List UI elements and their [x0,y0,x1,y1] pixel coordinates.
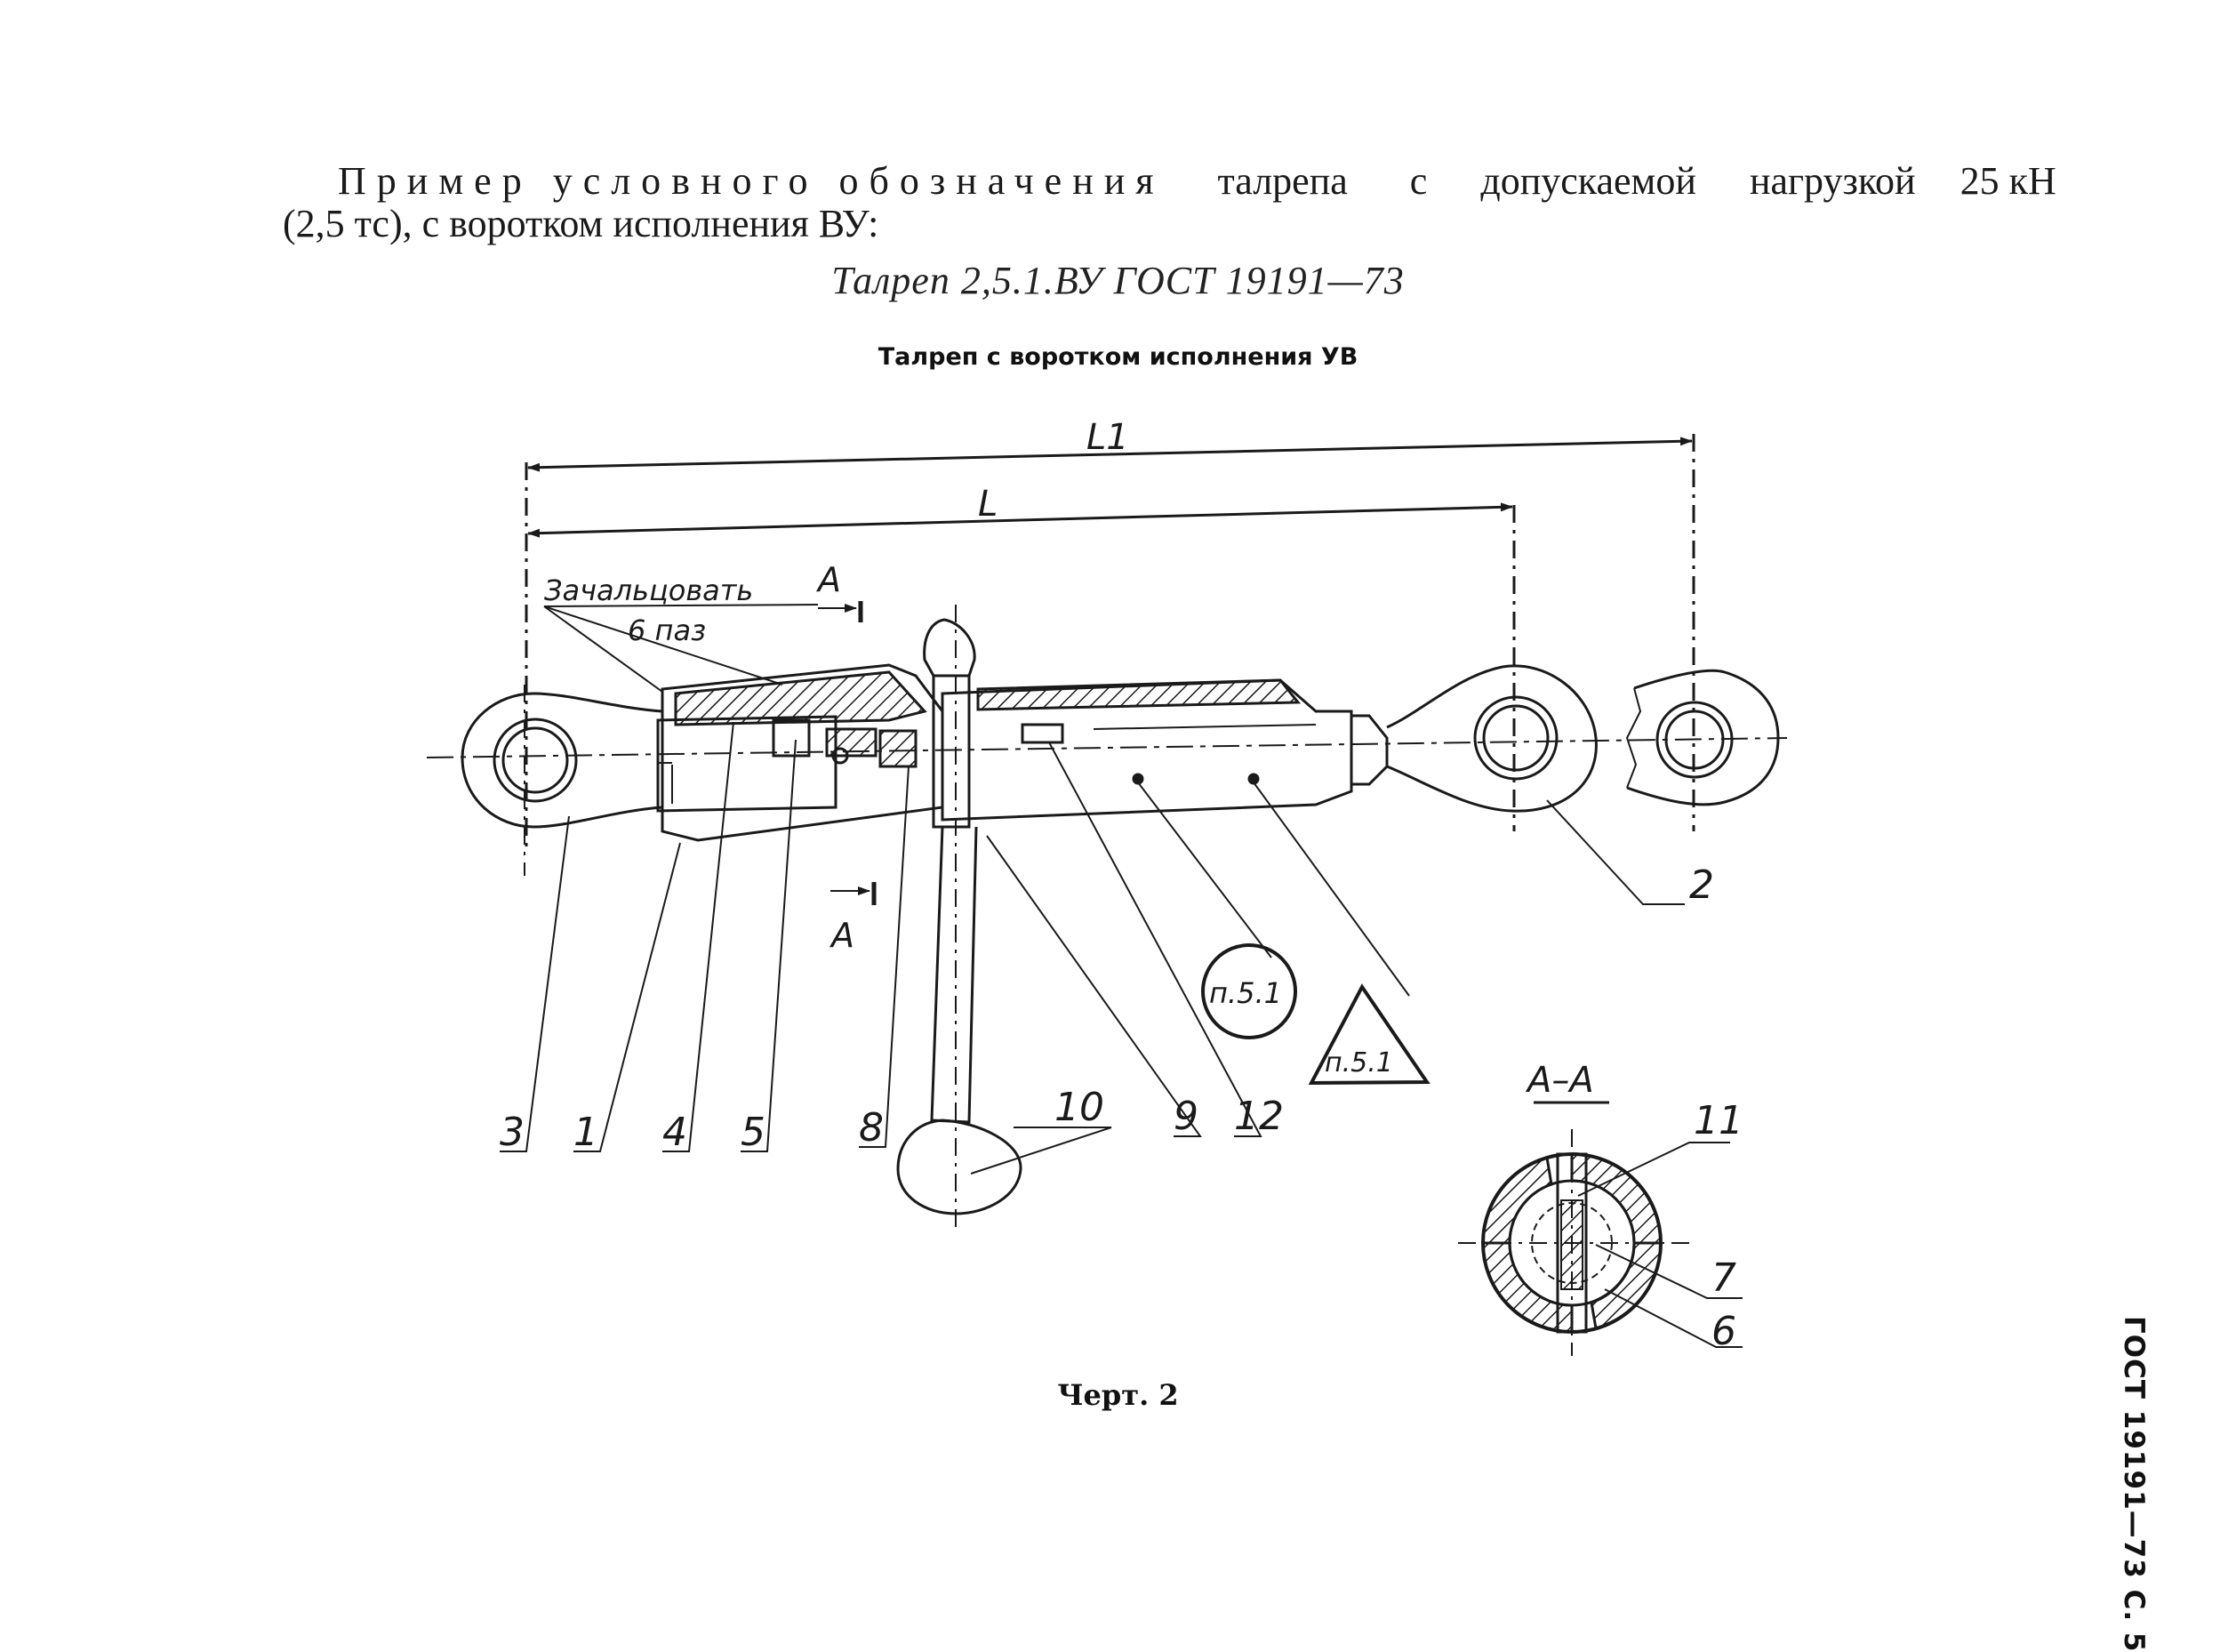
part-label-7: 7 [1711,1255,1736,1301]
dim-label-L: L [978,484,998,525]
part-label-1: 1 [573,1110,598,1155]
dimension-line-L1 [527,437,1693,472]
turnbuckle-body [661,663,1353,842]
part-label-2: 2 [1689,862,1714,908]
note-line-2: 6 паз [628,613,706,647]
right-eye-end [1351,664,1598,813]
designation-example: Талреп 2,5.1.ВУ ГОСТ 19191—73 [831,259,1405,302]
part-label-3: 3 [500,1110,525,1155]
intro-spaced-text: Пример условного обозначения [338,159,1165,203]
part-label-8: 8 [859,1105,884,1151]
center-axis [426,737,1788,758]
leader-lines [500,721,1685,1175]
part-label-10: 10 [1054,1085,1104,1130]
triangle-note-text: п.5.1 [1325,1047,1393,1079]
side-header: ГОСТ 19191—73 С. 5 [2118,1316,2150,1652]
section-title: А–А [1525,1060,1594,1101]
intro-word-4: нагрузкой [1749,159,1916,203]
figure-label: Черт. 2 [1057,1378,1179,1412]
intro-word-2: с [1409,159,1428,203]
document-page: Пример условного обозначения талрепа с допу… [283,158,2150,1652]
intro-line-1: Пример условного обозначения талрепа с допу… [338,158,2056,204]
dim-label-L1: L1 [1086,417,1129,458]
triangle-note-frame [1308,983,1431,1086]
part-label-6: 6 [1711,1309,1736,1354]
section-a-a [1458,1101,1743,1356]
turnbuckle-drawing: L1 L Зачальцовать 6 паз А А п.5.1 п.5.1 … [426,417,1788,1356]
drawing-caption: Талреп с воротком исполнения УВ [878,343,1358,371]
circle-note-text: п.5.1 [1209,976,1282,1010]
intro-line-2: (2,5 тс), с воротком исполнения ВУ: [283,202,879,245]
section-mark-label-bottom: А [829,916,854,955]
right-eye-alt [1625,669,1780,806]
part-label-9: 9 [1174,1094,1198,1139]
circle-note-frame [1201,943,1297,1039]
note-line-1: Зачальцовать [544,573,753,607]
dimension-line-L [527,502,1513,538]
intro-word-3: допускаемой [1480,159,1696,203]
intro-word-5: 25 кН [1960,159,2056,203]
section-mark-label-top: А [815,560,841,599]
part-label-4: 4 [662,1110,687,1155]
left-eye-end [461,685,664,876]
part-label-11: 11 [1694,1098,1743,1143]
part-label-12: 12 [1234,1094,1284,1139]
intro-word-1: талрепа [1217,159,1348,203]
handle-lever [896,605,1022,1227]
part-label-5: 5 [741,1110,765,1155]
